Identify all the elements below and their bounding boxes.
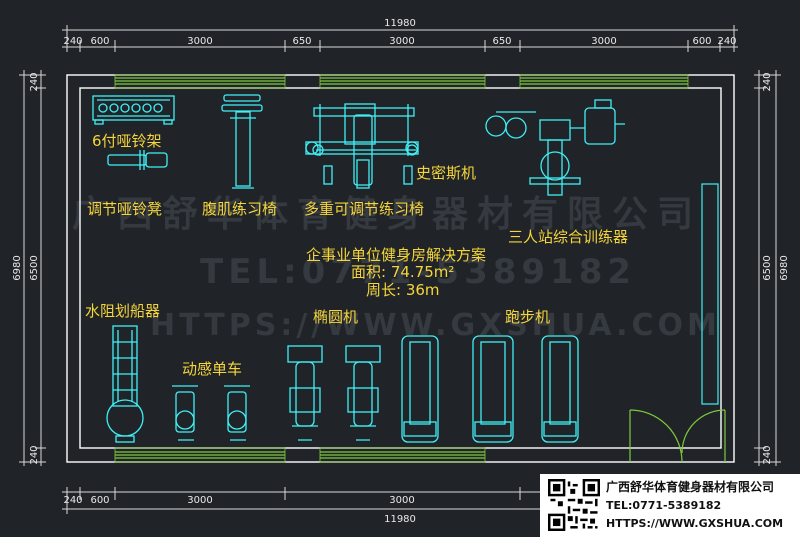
elliptical-1-icon bbox=[287, 345, 323, 441]
top-ticks bbox=[66, 25, 735, 52]
top-segment-labels: 240 600 3000 650 3000 650 3000 600 240 bbox=[63, 36, 736, 47]
window-frame-bottom-1 bbox=[114, 447, 286, 463]
dim-right-inner: 6500 bbox=[762, 255, 773, 280]
window-bottom-1 bbox=[115, 451, 285, 459]
dim-segment-label: 3000 bbox=[187, 36, 212, 47]
label-spin-bike: 动感单车 bbox=[182, 360, 242, 378]
plan-area: 面积: 74.75m² bbox=[351, 263, 454, 281]
window-frame-top-2 bbox=[319, 74, 486, 89]
spin-bike-2-icon bbox=[224, 385, 250, 441]
label-adjustable-bench: 调节哑铃凳 bbox=[87, 200, 162, 218]
smith-machine-icon bbox=[305, 103, 419, 155]
wall-panel bbox=[701, 183, 719, 405]
windows bbox=[115, 77, 688, 459]
window-top-2 bbox=[320, 77, 485, 85]
dim-segment-label: 240 bbox=[63, 36, 82, 47]
label-elliptical: 椭圆机 bbox=[313, 308, 358, 326]
brand-url: HTTPS://WWW.GXSHUA.COM bbox=[606, 517, 784, 530]
dim-left-inner: 6500 bbox=[29, 255, 40, 280]
label-treadmill: 跑步机 bbox=[505, 308, 550, 326]
dim-right-bottom: 240 bbox=[762, 445, 773, 464]
label-multi-bench: 多重可调节练习椅 bbox=[304, 200, 424, 218]
plan-perimeter: 周长: 36m bbox=[366, 281, 440, 299]
dim-segment-label: 600 bbox=[90, 36, 109, 47]
dim-right-top: 240 bbox=[762, 72, 773, 91]
double-door bbox=[629, 409, 726, 463]
brand-box: 广西舒华体育健身器材有限公司 TEL:0771-5389182 HTTPS://… bbox=[540, 474, 800, 537]
watermark-phone: TEL:0771-5389182 bbox=[200, 252, 636, 292]
label-smith-machine: 史密斯机 bbox=[416, 164, 476, 182]
qr-code-icon bbox=[548, 479, 600, 531]
dumbbell-rack-icon bbox=[92, 95, 175, 125]
watermark-url: HTTPS://WWW.GXSHUA.COM bbox=[150, 308, 721, 343]
spin-bike-1-icon bbox=[172, 385, 198, 441]
label-rower: 水阻划船器 bbox=[85, 302, 160, 320]
side-ticks bbox=[19, 74, 781, 463]
window-frame-top-3 bbox=[519, 74, 689, 89]
dim-top-total: 11980 bbox=[384, 18, 416, 29]
plan-title: 企事业单位健身房解决方案 bbox=[306, 246, 486, 264]
window-bottom-2 bbox=[320, 451, 485, 459]
dim-bottom-total: 11980 bbox=[384, 514, 416, 525]
watermark-company: 广西舒华体育健身器材有限公司 bbox=[72, 194, 702, 235]
dim-segment-label: 3000 bbox=[187, 495, 212, 506]
dim-left-bottom: 240 bbox=[29, 445, 40, 464]
elliptical-2-icon bbox=[345, 345, 381, 441]
rower-icon bbox=[106, 325, 144, 443]
dim-left-outer: 6980 bbox=[12, 255, 23, 280]
dim-segment-label: 600 bbox=[90, 495, 109, 506]
treadmill-3-icon bbox=[541, 335, 579, 443]
label-dumbbell-rack: 6付哑铃架 bbox=[92, 132, 162, 150]
label-ab-bench: 腹肌练习椅 bbox=[202, 200, 277, 218]
dim-segment-label: 3000 bbox=[389, 36, 414, 47]
treadmill-2-icon bbox=[472, 335, 514, 443]
dim-segment-label: 240 bbox=[63, 495, 82, 506]
dim-left-top: 240 bbox=[29, 72, 40, 91]
dim-segment-label: 240 bbox=[717, 36, 736, 47]
dim-segment-label: 650 bbox=[492, 36, 511, 47]
three-station-trainer-icon bbox=[485, 99, 625, 196]
window-frame-top-1 bbox=[114, 74, 286, 89]
label-three-station: 三人站综合训练器 bbox=[508, 228, 628, 246]
bottom-segment-labels: 240600300030003000 bbox=[63, 495, 616, 506]
multi-adjust-bench-icon bbox=[312, 104, 418, 189]
dim-segment-label: 600 bbox=[692, 36, 711, 47]
ab-bench-icon bbox=[221, 94, 263, 189]
treadmill-1-icon bbox=[401, 335, 439, 443]
dim-segment-label: 3000 bbox=[591, 36, 616, 47]
adjustable-bench-icon bbox=[107, 150, 168, 170]
window-frame-bottom-2 bbox=[319, 447, 486, 463]
brand-company: 广西舒华体育健身器材有限公司 bbox=[606, 480, 775, 494]
brand-phone: TEL:0771-5389182 bbox=[606, 499, 722, 512]
dim-segment-label: 3000 bbox=[389, 495, 414, 506]
dim-segment-label: 650 bbox=[292, 36, 311, 47]
window-top-3 bbox=[520, 77, 688, 85]
dim-right-outer: 6980 bbox=[779, 255, 790, 280]
window-top-1 bbox=[115, 77, 285, 85]
